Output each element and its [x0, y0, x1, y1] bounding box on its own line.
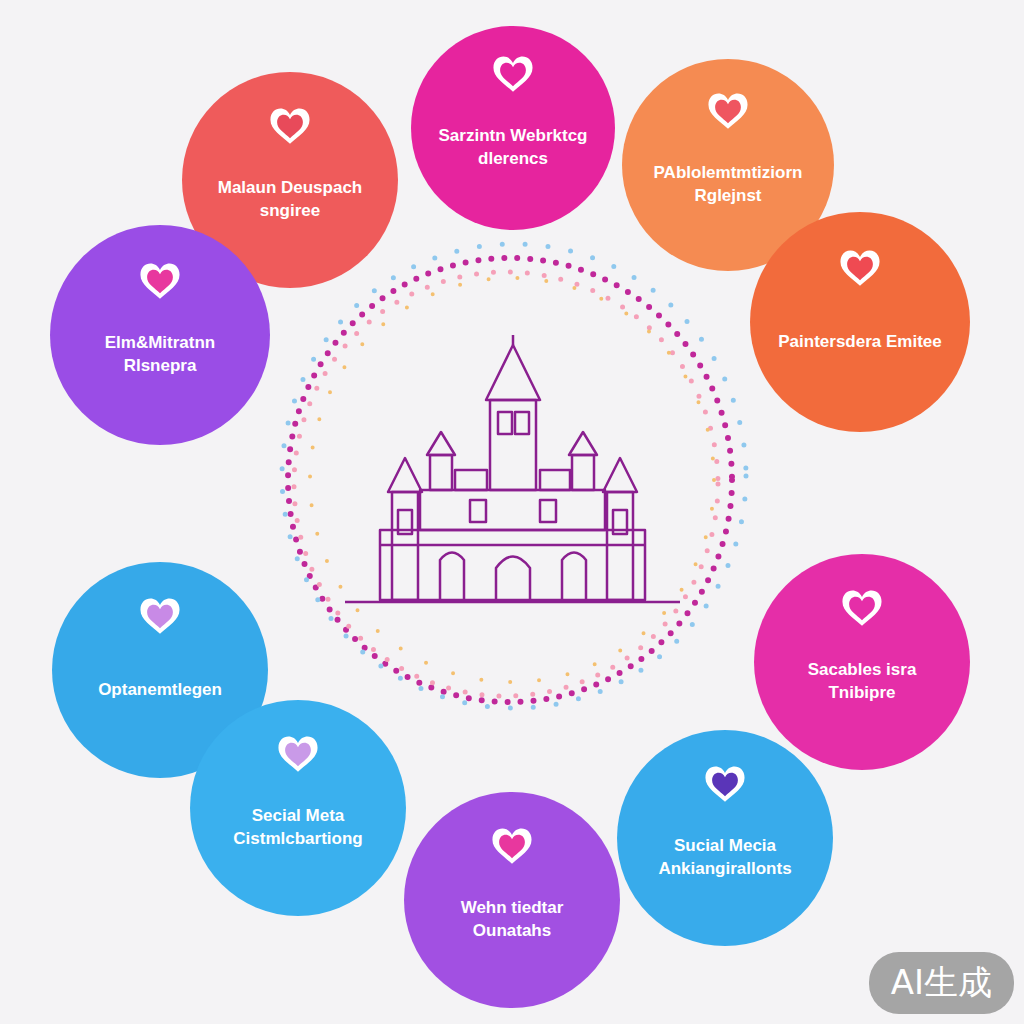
- topic-label: PAblolemtmtiziorn Rglejnst: [644, 162, 812, 208]
- topic-circle: Wehn tiedtar Ounatahs: [404, 792, 620, 1008]
- topic-label: Wehn tiedtar Ounatahs: [426, 897, 598, 943]
- topic-label: Malaun Deuspach sngiree: [204, 177, 376, 223]
- topic-label: Sacables isra Tnibipre: [776, 659, 948, 705]
- circle-shape: [750, 212, 970, 432]
- topic-circle: Paintersdera Emitee: [750, 212, 970, 432]
- topic-label: Sarzintn Webrktcg dlerencs: [433, 125, 593, 171]
- topic-label: Elm&Mitratnn Rlsnepra: [72, 332, 248, 378]
- topic-circle: Secial Meta Cistmlcbartiong: [190, 700, 406, 916]
- topic-circle: Sarzintn Webrktcg dlerencs: [411, 26, 615, 230]
- topic-circle: Sacables isra Tnibipre: [754, 554, 970, 770]
- topic-circle: Sucial Mecia Ankiangirallonts: [617, 730, 833, 946]
- topic-circle: Elm&Mitratnn Rlsnepra: [50, 225, 270, 445]
- topic-label: Paintersdera Emitee: [772, 331, 948, 354]
- watermark: AI生成: [869, 952, 1014, 1014]
- topic-label: Optanemtlegen: [74, 679, 246, 702]
- topic-label: Secial Meta Cistmlcbartiong: [212, 805, 384, 851]
- topic-label: Sucial Mecia Ankiangirallonts: [639, 835, 811, 881]
